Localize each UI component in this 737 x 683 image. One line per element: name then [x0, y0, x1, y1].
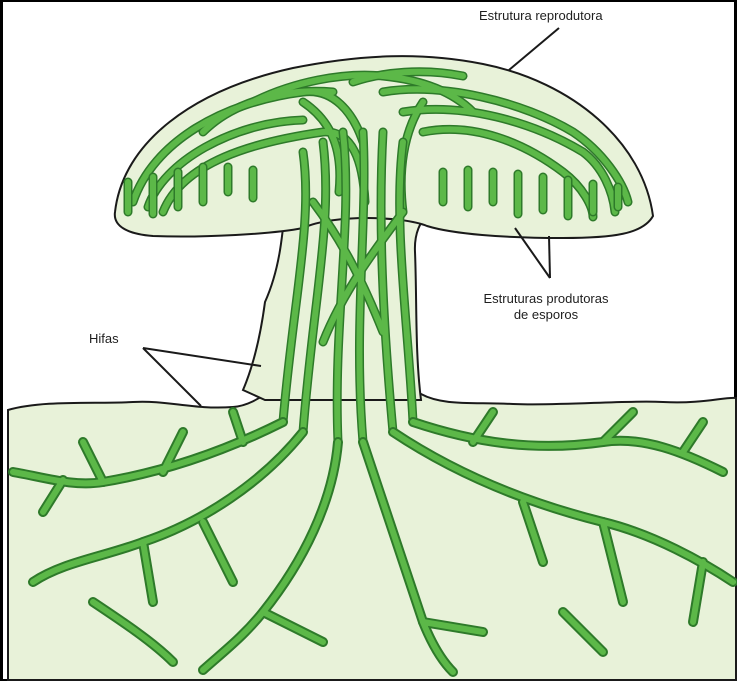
leader-hyphae-2: [143, 348, 261, 366]
label-spore-structures-line1: Estruturas produtoras: [462, 291, 630, 307]
label-spore-structures-line2: de esporos: [462, 307, 630, 323]
leader-spores-2: [549, 236, 550, 278]
label-reproductive-structure: Estrutura reprodutora: [479, 8, 603, 24]
label-spore-structures: Estruturas produtoras de esporos: [462, 291, 630, 323]
leader-reproductive: [509, 28, 559, 70]
leader-hyphae-1: [143, 348, 201, 406]
label-hyphae: Hifas: [89, 331, 119, 347]
